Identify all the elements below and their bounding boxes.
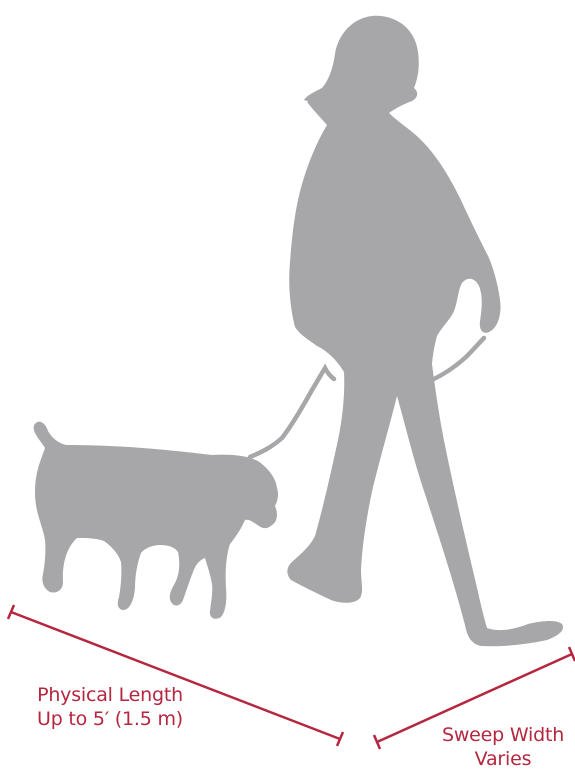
person-walking-icon [287,16,563,646]
sweep-width-label-line1: Sweep Width [418,723,575,747]
physical-length-label-line2: Up to 5′ (1.5 m) [0,707,220,731]
sweep-width-label: Sweep Width Varies [418,723,575,771]
dog-icon [34,422,278,619]
sweep-width-label-line2: Varies [418,747,575,771]
physical-length-label-line1: Physical Length [0,683,220,707]
physical-length-label: Physical Length Up to 5′ (1.5 m) [0,683,220,731]
